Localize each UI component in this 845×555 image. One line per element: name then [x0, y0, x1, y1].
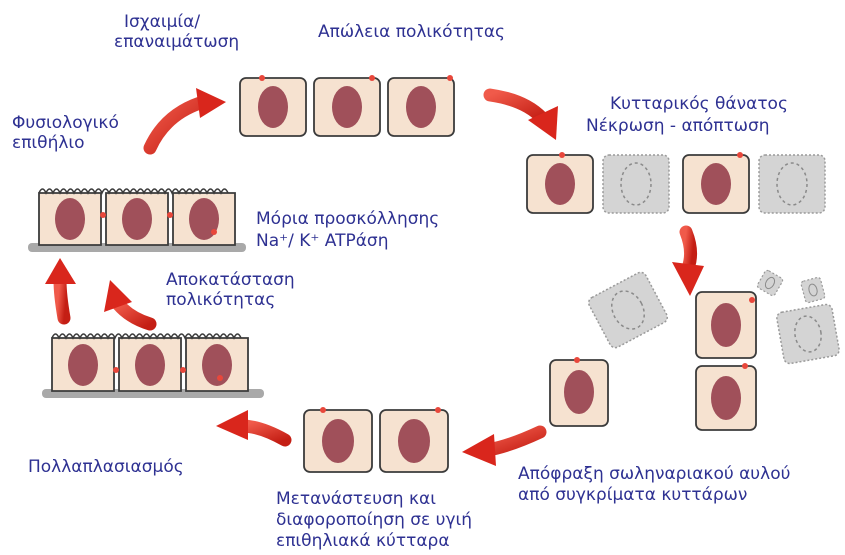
restored-epithelium [42, 334, 264, 398]
arrow-to-polarity-loss [150, 88, 226, 148]
ischemia-label-line2: επαναιμάτωση [114, 32, 239, 52]
adhesion-label-line2: Na⁺/ K⁺ ATPάση [256, 231, 388, 251]
cell-death-cells [527, 152, 825, 213]
obstruction-label-line2: από συγκρίματα κυττάρων [518, 485, 747, 505]
cell [304, 407, 372, 472]
arrow-to-restored [104, 280, 150, 324]
adhesion-label-line1: Μόρια προσκόλλησης [256, 209, 439, 229]
cell-death-label-line1: Κυτταρικός θάνατος [610, 94, 788, 114]
arrow-to-proliferation [216, 410, 285, 440]
polarity-loss-cells [240, 75, 454, 136]
cell [696, 292, 756, 358]
normal-epithelium [28, 189, 246, 252]
cell [106, 193, 168, 245]
migration-label-line3: επιθηλιακά κύτταρα [276, 531, 450, 551]
cell [550, 357, 608, 426]
cell [39, 193, 101, 245]
cast-cluster [550, 269, 840, 430]
polarity-loss-label: Απώλεια πολικότητας [318, 22, 505, 42]
dead-cell-fragment [800, 277, 825, 303]
cell [314, 75, 380, 136]
cell [380, 407, 448, 472]
proliferation-label: Πολλαπλασιασμός [28, 457, 184, 477]
obstruction-label-line1: Απόφραξη σωληναριακού αυλού [518, 464, 790, 484]
cell [527, 152, 593, 213]
dead-cell [603, 155, 669, 213]
cell [52, 338, 114, 391]
cell [119, 338, 181, 391]
restore-label-line1: Αποκατάσταση [166, 270, 295, 290]
cell [186, 338, 248, 391]
cell [388, 75, 454, 136]
arrow-to-migration [462, 432, 540, 466]
arrow-to-obstruction [672, 232, 704, 296]
arrow-to-cell-death [490, 95, 558, 140]
restore-label-line2: πολικότητας [166, 290, 275, 310]
dead-cell-fragment [756, 269, 783, 296]
cell [683, 152, 749, 213]
migration-cells [304, 407, 448, 472]
cell-death-label-line2: Νέκρωση - απόπτωση [586, 116, 770, 136]
normal-label-line2: επιθήλιο [12, 133, 85, 153]
migration-label-line2: διαφοροποίηση σε υγιή [276, 510, 472, 530]
cell [240, 75, 306, 136]
migration-label-line1: Μετανάστευση και [276, 489, 436, 509]
cell [173, 193, 235, 245]
normal-label-line1: Φυσιολογικό [12, 113, 119, 133]
ischemia-label-line1: Ισχαιμία/ [124, 12, 200, 32]
dead-cell [759, 155, 825, 213]
dead-cell [776, 304, 840, 365]
cell [696, 363, 756, 430]
arrow-to-normal [45, 258, 76, 318]
dead-cell [587, 270, 670, 349]
